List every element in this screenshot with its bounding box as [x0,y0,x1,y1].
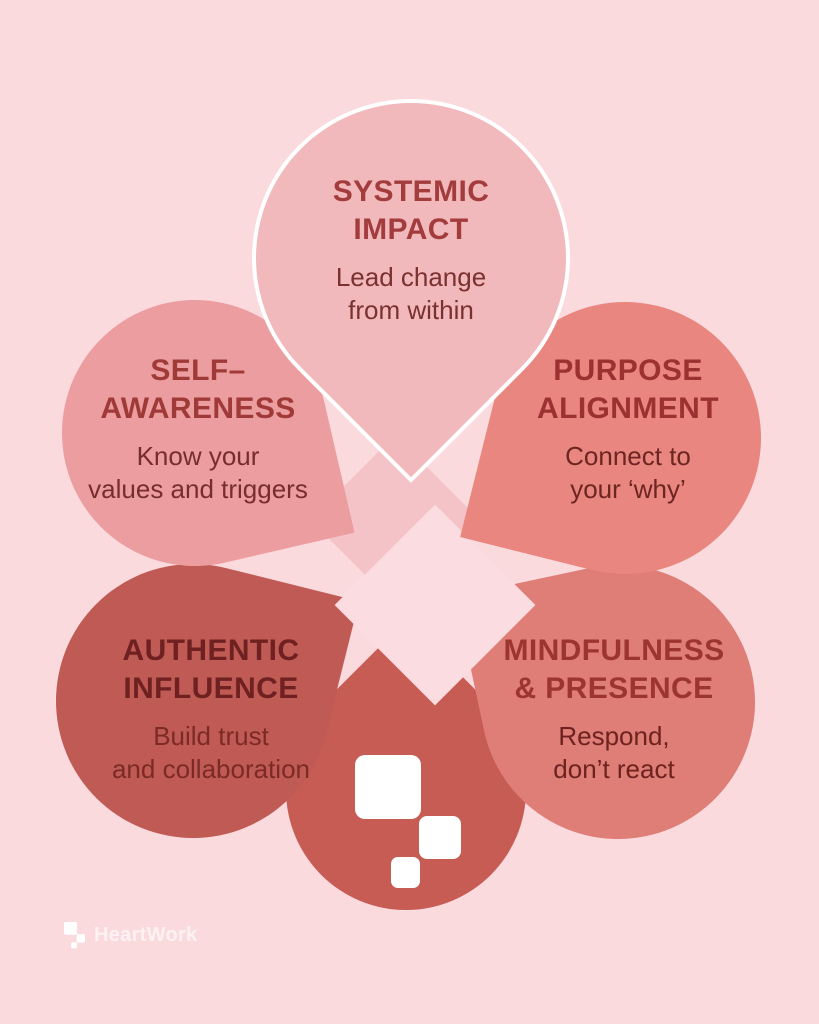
heartwork-logo-icon [64,922,85,949]
petal-label-purpose-alignment: PURPOSE ALIGNMENT Connect to your ‘why’ [483,352,773,506]
heartwork-wordmark: HeartWork [94,924,198,946]
petal-title: SELF– AWARENESS [100,354,296,425]
petal-subtitle: Lead change from within [335,262,487,325]
petal-label-self-awareness: SELF– AWARENESS Know your values and tri… [53,352,343,506]
petal-title: AUTHENTIC INFLUENCE [122,634,300,705]
petal-label-systemic-impact: SYSTEMIC IMPACT Lead change from within [251,173,571,327]
petal-subtitle: Build trust and collaboration [111,721,311,784]
petal-subtitle: Connect to your ‘why’ [565,441,691,504]
petal-title: PURPOSE ALIGNMENT [537,354,719,425]
heartwork-logo: HeartWork [64,922,197,949]
petal-title: MINDFULNESS & PRESENCE [503,634,725,705]
petal-label-mindfulness-presence: MINDFULNESS & PRESENCE Respond, don’t re… [454,632,774,786]
petal-title: SYSTEMIC IMPACT [332,175,490,246]
heartwork-pixel-heart-icon [355,755,461,888]
petal-subtitle: Respond, don’t react [553,721,675,784]
petal-label-authentic-influence: AUTHENTIC INFLUENCE Build trust and coll… [51,632,371,786]
petal-subtitle: Know your values and triggers [88,441,308,504]
